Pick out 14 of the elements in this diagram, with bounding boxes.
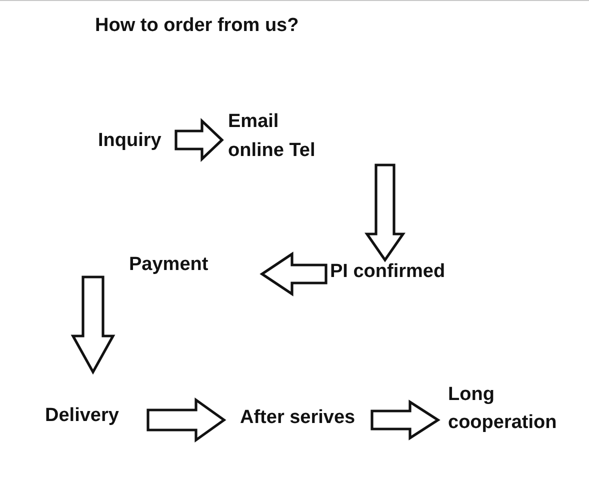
step-label: Inquiry xyxy=(98,129,162,153)
block-arrow xyxy=(70,276,116,375)
step-label: Email online Tel xyxy=(228,110,316,163)
step-label: Payment xyxy=(129,253,210,277)
step-label: Long cooperation xyxy=(448,383,558,435)
step-label: PI confirmed xyxy=(330,260,446,284)
block-arrow xyxy=(364,164,406,262)
block-arrow xyxy=(260,252,328,296)
block-arrow xyxy=(174,118,224,162)
title: How to order from us? xyxy=(95,15,299,37)
step-label: After serives xyxy=(240,406,356,430)
block-arrow xyxy=(146,397,226,443)
step-label: Delivery xyxy=(45,404,120,428)
block-arrow xyxy=(370,400,440,440)
